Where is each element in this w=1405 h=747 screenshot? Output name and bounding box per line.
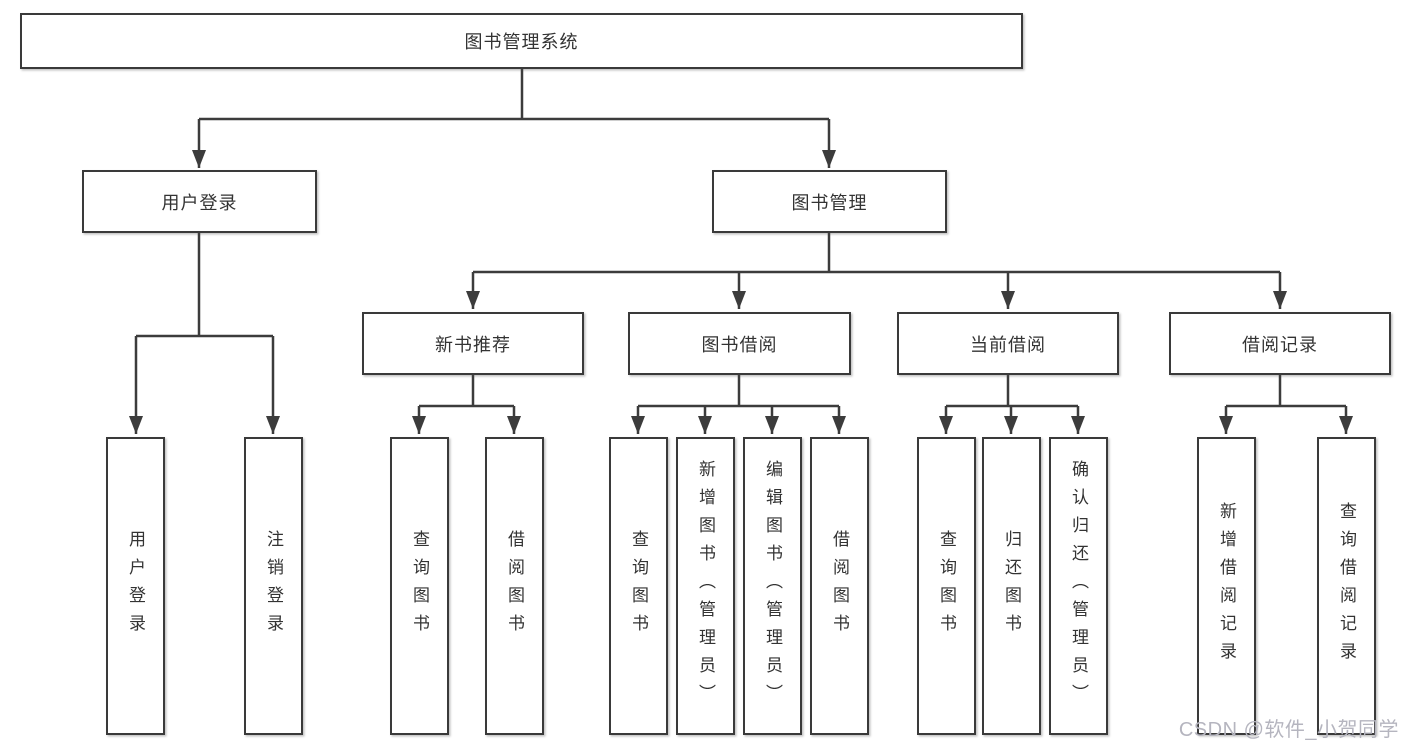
leaf-bookborrow-query-books: 查询图书	[609, 437, 668, 735]
leaf-currentborrow-return-books: 归还图书	[982, 437, 1041, 735]
leaf-bookborrow-edit-books-admin: 编辑图书（管理员）	[743, 437, 802, 735]
node-label: 图书管理	[791, 192, 868, 213]
node-current-borrow: 当前借阅	[897, 312, 1119, 375]
leaf-records-add-borrow-record: 新增借阅记录	[1197, 437, 1256, 735]
leaf-newbook-query-books: 查询图书	[390, 437, 449, 735]
leaf-label: 借阅图书	[505, 530, 524, 642]
leaf-currentborrow-query-books: 查询图书	[917, 437, 976, 735]
leaf-label: 编辑图书（管理员）	[763, 460, 782, 712]
leaf-user-login: 用户登录	[106, 437, 165, 735]
node-book-borrow: 图书借阅	[628, 312, 851, 375]
node-new-book-recommend: 新书推荐	[362, 312, 584, 375]
leaf-label: 新增图书（管理员）	[696, 460, 715, 712]
leaf-label: 借阅图书	[830, 530, 849, 642]
leaf-label: 注销登录	[264, 530, 283, 642]
leaf-bookborrow-borrow-books: 借阅图书	[810, 437, 869, 735]
csdn-watermark: CSDN @软件_小贺同学	[1178, 719, 1399, 741]
node-label: 图书借阅	[701, 334, 778, 355]
leaf-label: 用户登录	[126, 530, 145, 642]
leaf-bookborrow-add-books-admin: 新增图书（管理员）	[676, 437, 735, 735]
leaf-logout: 注销登录	[244, 437, 303, 735]
node-book-management: 图书管理	[712, 170, 947, 233]
leaf-records-query-borrow-record: 查询借阅记录	[1317, 437, 1376, 735]
node-label: 新书推荐	[435, 334, 511, 355]
leaf-currentborrow-confirm-return-admin: 确认归还（管理员）	[1049, 437, 1108, 735]
node-user-login: 用户登录	[82, 170, 317, 233]
leaf-label: 确认归还（管理员）	[1069, 460, 1088, 712]
leaf-label: 新增借阅记录	[1217, 502, 1236, 670]
leaf-newbook-borrow-books: 借阅图书	[485, 437, 544, 735]
leaf-label: 查询图书	[629, 530, 648, 642]
leaf-label: 归还图书	[1002, 530, 1021, 642]
leaf-label: 查询图书	[937, 530, 956, 642]
leaf-label: 查询借阅记录	[1337, 502, 1356, 670]
node-library-management-system: 图书管理系统	[20, 13, 1023, 69]
node-label: 借阅记录	[1242, 334, 1318, 355]
node-label: 图书管理系统	[464, 32, 579, 52]
node-label: 用户登录	[161, 192, 238, 213]
node-borrow-records: 借阅记录	[1169, 312, 1391, 375]
leaf-label: 查询图书	[410, 530, 429, 642]
node-label: 当前借阅	[970, 334, 1046, 355]
